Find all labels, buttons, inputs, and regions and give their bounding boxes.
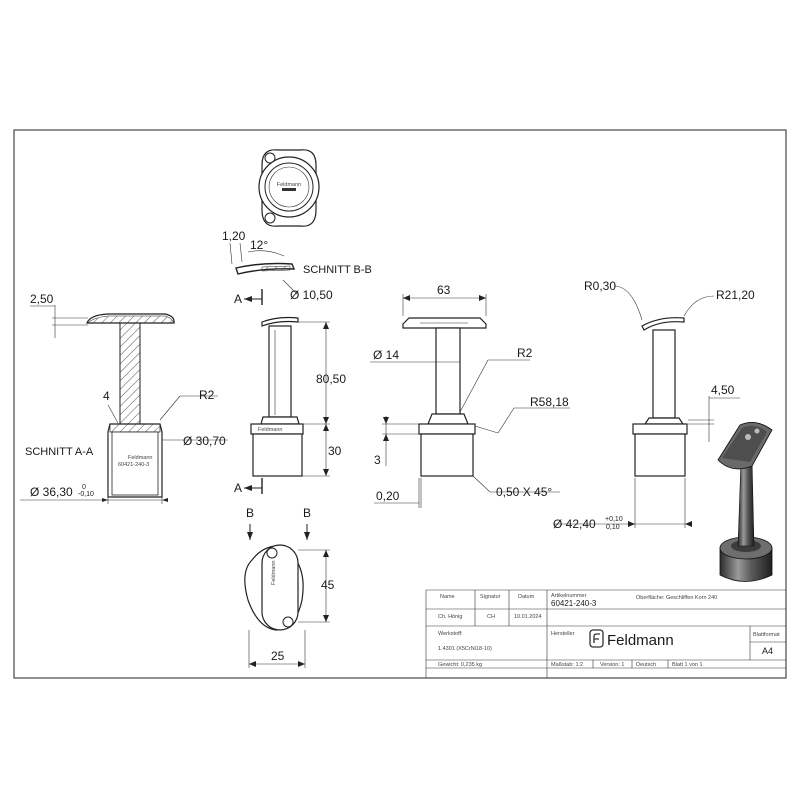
tb-sprache: Deutsch <box>636 662 656 668</box>
dim-63: 63 <box>437 283 451 297</box>
dim-4-50: 4,50 <box>711 383 735 397</box>
dim-1-20: 1,20 <box>222 229 246 243</box>
tb-gewicht: Gewicht: 0,235 kg <box>438 662 482 668</box>
svg-text:Feldmann: Feldmann <box>258 427 282 433</box>
section-engraving-2: 60421-240-3 <box>118 462 149 468</box>
tb-name-value: Ch. Hönig <box>438 614 462 620</box>
tb-signatur-value: CH <box>487 614 495 620</box>
svg-text:Feldmann: Feldmann <box>271 561 277 585</box>
tb-version: Version: 1 <box>600 662 624 668</box>
tb-name-label: Name <box>440 594 455 600</box>
drawing-border <box>13 129 787 679</box>
dim-30: 30 <box>328 444 342 458</box>
top-view: Feldmann <box>258 149 320 227</box>
section-engraving-1: Feldmann <box>128 455 152 461</box>
section-marker-b-right: B <box>303 506 311 520</box>
dim-80-50: 80,50 <box>316 372 346 386</box>
dim-3: 3 <box>374 453 381 467</box>
dim-tol-36-up: 0 <box>82 484 86 491</box>
front-view: Feldmann <box>250 316 304 477</box>
dim-2-50: 2,50 <box>30 292 54 306</box>
section-b-b-label: SCHNITT B-B <box>303 264 372 276</box>
section-marker-a-bottom: A <box>234 481 242 495</box>
isometric-render <box>717 422 773 582</box>
tb-werkstoff-label: Werkstoff: <box>438 631 463 637</box>
dim-dia-36-30: Ø 36,30 <box>30 485 73 499</box>
feldmann-logo-icon <box>589 629 604 648</box>
tb-artikel-label: Artikelnummer <box>551 593 587 599</box>
tb-brand: Feldmann <box>607 632 674 649</box>
tb-datum-label: Datum <box>518 594 535 600</box>
section-a-a-view: Feldmann 60421-240-3 <box>86 313 175 498</box>
tb-artikel-no: 60421-240-3 <box>551 599 597 608</box>
dim-dia-14: Ø 14 <box>373 348 399 362</box>
tb-blatt: Blatt 1 von 1 <box>672 662 703 668</box>
section-marker-a-top: A <box>234 292 242 306</box>
dim-dia-30-70: Ø 30,70 <box>183 434 226 448</box>
dim-r2-left: R2 <box>199 388 215 402</box>
dim-12-deg: 12° <box>250 238 268 252</box>
dim-dia-10-50: Ø 10,50 <box>290 288 333 302</box>
bottom-view: Feldmann <box>244 544 304 631</box>
tb-datum-value: 10.01.2024 <box>514 614 542 620</box>
dim-r0-30: R0,30 <box>584 279 616 293</box>
section-b-b-detail <box>235 262 296 275</box>
dim-25: 25 <box>271 649 285 663</box>
dim-tol-42-dn: 0,10 <box>606 524 620 531</box>
side-view <box>402 317 487 477</box>
dim-4: 4 <box>103 389 110 403</box>
dim-r2-mid: R2 <box>517 346 533 360</box>
section-marker-b-left: B <box>246 506 254 520</box>
dim-tol-36-dn: -0,10 <box>78 491 94 498</box>
tb-hersteller-label: Hersteller <box>551 631 575 637</box>
tb-werkstoff-value: 1.4301 (X5CrNi18-10) <box>438 646 492 652</box>
top-view-mark: Feldmann <box>277 182 301 188</box>
tb-blattformat-value: A4 <box>762 646 773 656</box>
dim-r21-20: R21,20 <box>716 288 755 302</box>
dim-r58-18: R58,18 <box>530 395 569 409</box>
tb-signatur-label: Signatur <box>480 594 501 600</box>
tb-oberflaeche: Oberfläche: Geschliffen Korn 240 <box>636 595 717 601</box>
dim-0-20: 0,20 <box>376 489 400 503</box>
dim-chamfer: 0,50 X 45° <box>496 485 552 499</box>
title-block <box>425 589 786 678</box>
right-view <box>632 317 688 477</box>
tb-massstab: Maßstab: 1:2 <box>551 662 583 668</box>
tb-blattformat-label: Blattformat <box>753 632 780 638</box>
dim-45: 45 <box>321 578 335 592</box>
section-a-a-label: SCHNITT A-A <box>25 446 94 458</box>
dim-tol-42-up: +0,10 <box>605 516 623 523</box>
dim-dia-42-40: Ø 42,40 <box>553 517 596 531</box>
